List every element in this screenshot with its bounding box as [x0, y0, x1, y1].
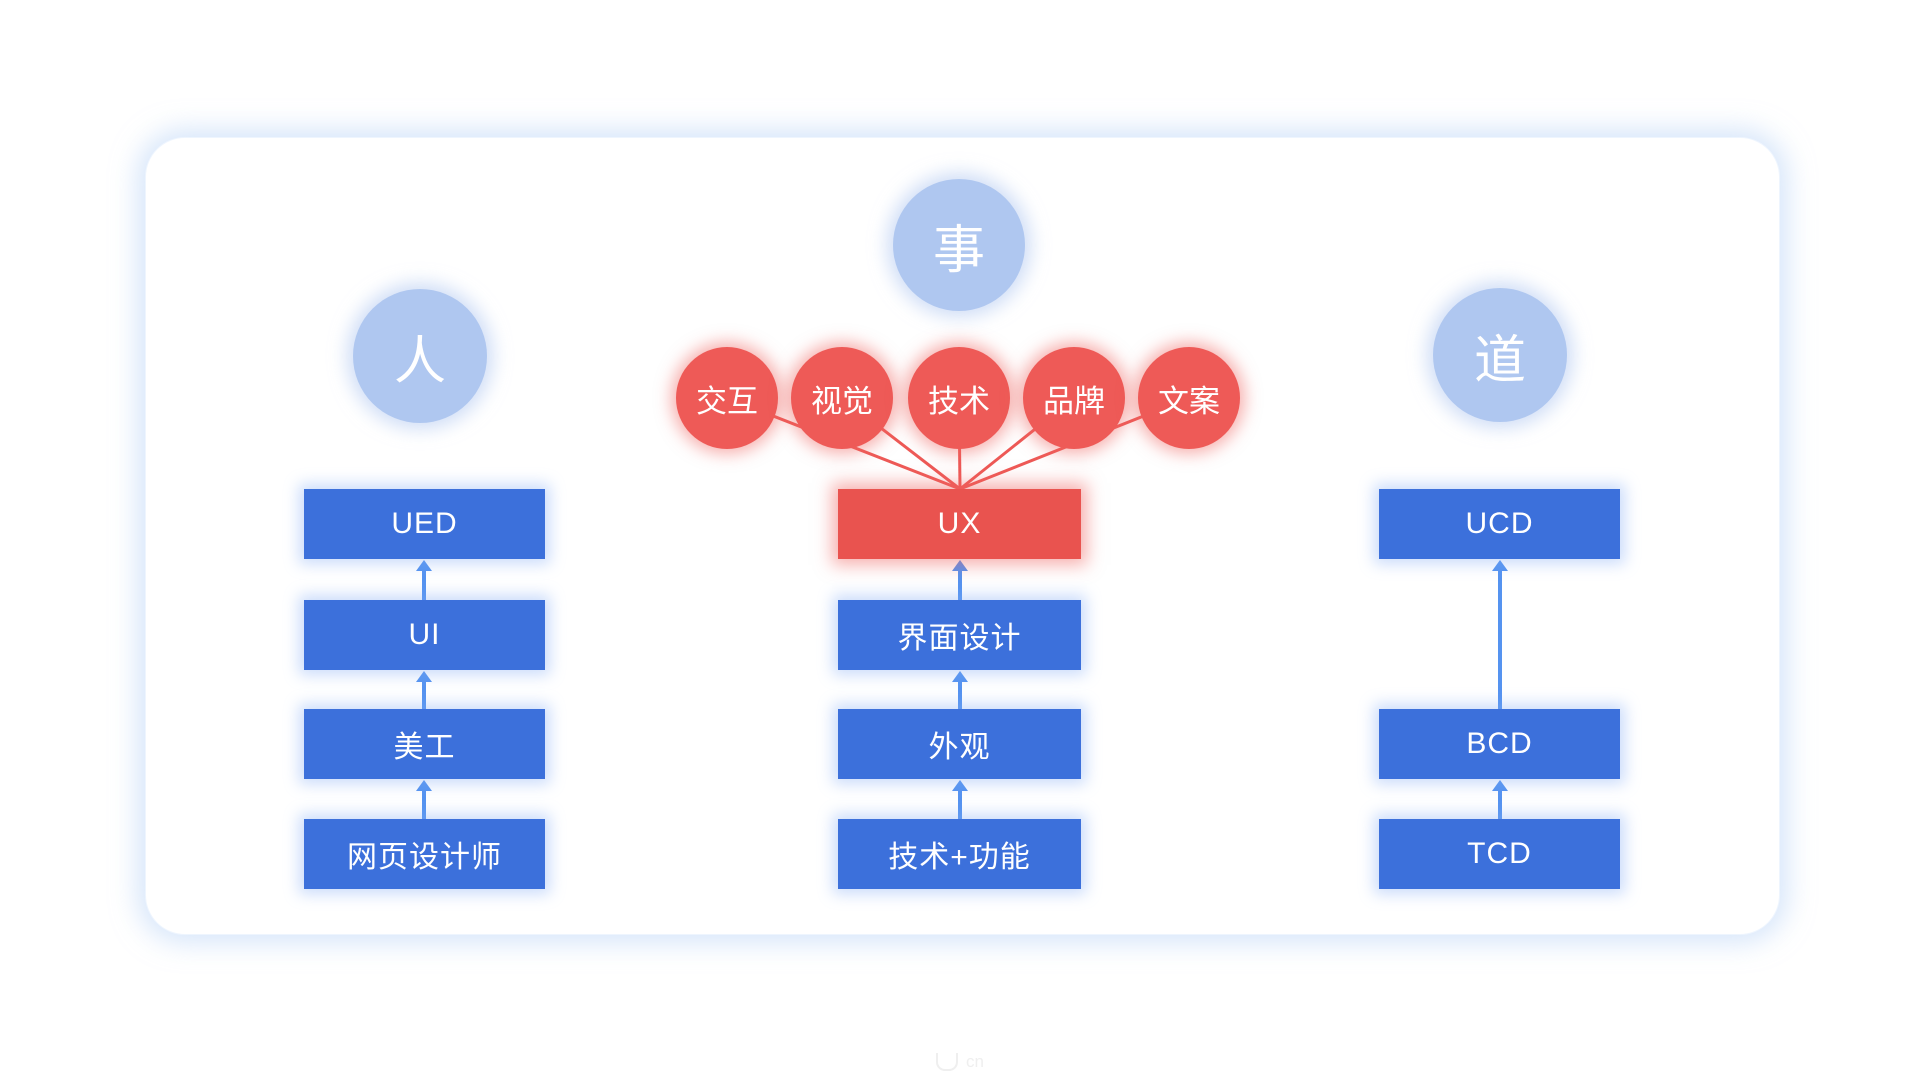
node-ucd-label: UCD: [1465, 507, 1534, 540]
arrow-head-icon-4: [952, 671, 968, 682]
arrow-head-icon-7: [1492, 780, 1508, 791]
concept-circle-matter: 事: [893, 179, 1025, 311]
factor-circle-interaction: 交互: [676, 347, 778, 449]
node-ux-label: UX: [937, 507, 982, 540]
arrow-head-icon-6: [1492, 560, 1508, 571]
factor-circle-brand-label: 品牌: [1043, 383, 1105, 419]
concept-circle-way-label: 道: [1473, 331, 1526, 390]
concept-circle-way: 道: [1433, 288, 1567, 422]
factor-circle-visual: 视觉: [791, 347, 893, 449]
node-web-designer: 网页设计师: [304, 819, 545, 889]
concept-circle-matter-label: 事: [932, 221, 985, 280]
factor-circle-visual-label: 视觉: [811, 383, 873, 419]
node-bcd: BCD: [1379, 709, 1620, 779]
node-ued: UED: [304, 489, 545, 559]
node-web-designer-label: 网页设计师: [347, 841, 502, 874]
arrow-head-icon-3: [952, 560, 968, 571]
factor-circle-interaction-label: 交互: [696, 383, 758, 419]
node-interface-design: 界面设计: [838, 600, 1081, 670]
node-ucd: UCD: [1379, 489, 1620, 559]
node-bcd-label: BCD: [1466, 727, 1533, 760]
node-appearance: 外观: [838, 709, 1081, 779]
factor-circle-copywriting: 文案: [1138, 347, 1240, 449]
node-appearance-label: 外观: [928, 731, 991, 764]
node-art-worker-label: 美工: [393, 731, 456, 764]
node-ux: UX: [838, 489, 1081, 559]
arrow-head-icon-5: [952, 780, 968, 791]
watermark-logo-icon: [936, 1053, 958, 1071]
arrow-head-icon-1: [416, 671, 432, 682]
node-ui-label: UI: [408, 618, 441, 651]
node-art-worker: 美工: [304, 709, 545, 779]
watermark-text: cn: [966, 1052, 984, 1071]
node-tcd-label: TCD: [1467, 837, 1532, 870]
factor-circle-copywriting-label: 文案: [1158, 383, 1220, 419]
node-ued-label: UED: [391, 507, 458, 540]
node-ui: UI: [304, 600, 545, 670]
node-tech-function: 技术+功能: [838, 819, 1081, 889]
node-tech-function-label: 技术+功能: [888, 841, 1031, 874]
factor-circle-technology: 技术: [908, 347, 1010, 449]
arrow-head-icon-0: [416, 560, 432, 571]
concept-circle-person-label: 人: [393, 332, 446, 391]
node-tcd: TCD: [1379, 819, 1620, 889]
node-interface-design-label: 界面设计: [897, 622, 1022, 655]
concept-circle-person: 人: [353, 289, 487, 423]
factor-circle-brand: 品牌: [1023, 347, 1125, 449]
factor-circle-technology-label: 技术: [928, 383, 990, 419]
arrow-head-icon-2: [416, 780, 432, 791]
watermark: cn: [936, 1052, 984, 1072]
